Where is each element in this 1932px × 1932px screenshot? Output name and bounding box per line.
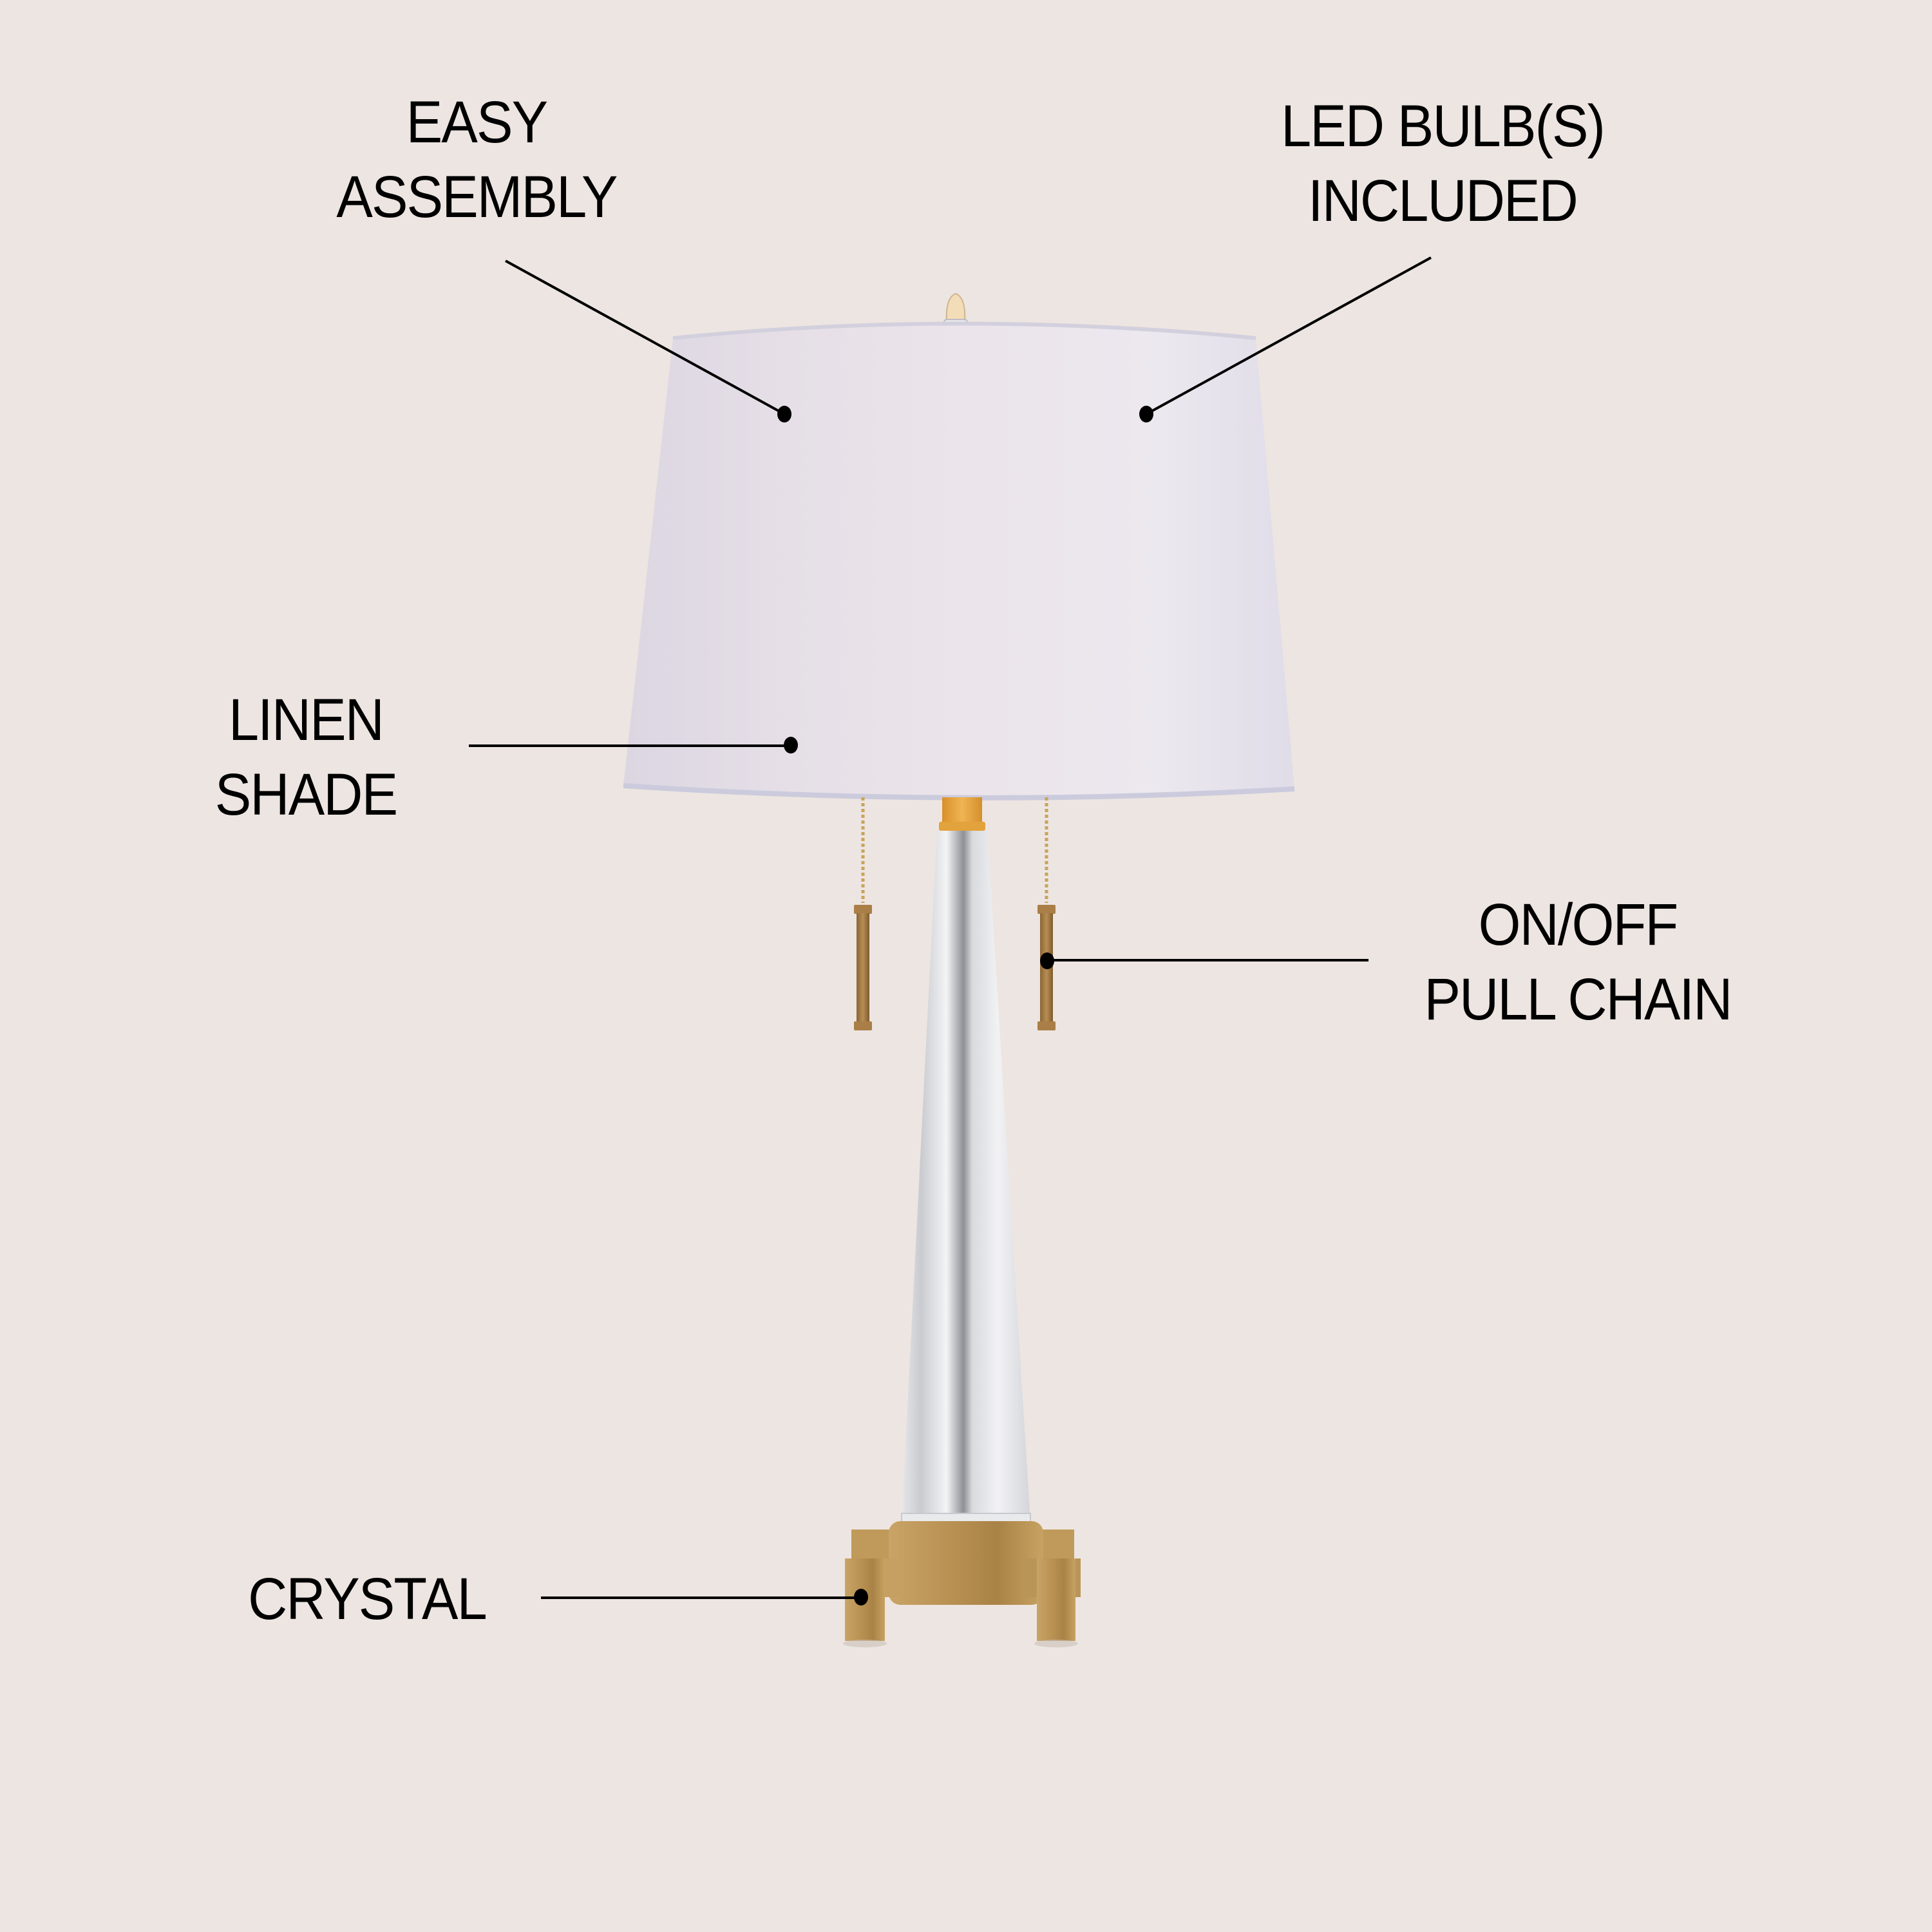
callout-line-crystal xyxy=(541,1589,868,1605)
callout-easy-assembly-line1: EASY xyxy=(406,90,548,155)
callout-easy-assembly: EASY ASSEMBLY xyxy=(299,85,654,234)
callout-linen-shade: LINEN SHADE xyxy=(187,683,424,832)
callout-led-bulbs: LED BULB(S) INCLUDED xyxy=(1235,89,1650,238)
callout-line-easy-assembly xyxy=(505,260,791,422)
callout-easy-assembly-line2: ASSEMBLY xyxy=(336,164,618,230)
callout-pull-chain-line1: ON/OFF xyxy=(1478,892,1679,958)
callout-crystal-line1: CRYSTAL xyxy=(248,1566,488,1632)
callout-linen-shade-line1: LINEN xyxy=(228,687,384,753)
pull-chain-left[interactable] xyxy=(854,797,872,1030)
callout-line-pull-chain xyxy=(1040,952,1368,969)
crystal-column xyxy=(901,831,1031,1524)
linen-shade xyxy=(623,321,1295,800)
brass-base xyxy=(843,1521,1081,1647)
pull-chain-right[interactable] xyxy=(1037,797,1056,1030)
callout-pull-chain-line2: PULL CHAIN xyxy=(1424,967,1732,1032)
callout-linen-shade-line2: SHADE xyxy=(214,762,398,828)
callout-led-bulbs-line1: LED BULB(S) xyxy=(1281,93,1605,159)
callout-pull-chain: ON/OFF PULL CHAIN xyxy=(1394,887,1761,1037)
callout-line-linen-shade xyxy=(469,737,798,753)
callout-line-led-bulbs xyxy=(1139,256,1432,422)
callout-crystal: CRYSTAL xyxy=(219,1562,515,1636)
callout-led-bulbs-line2: INCLUDED xyxy=(1308,168,1578,234)
